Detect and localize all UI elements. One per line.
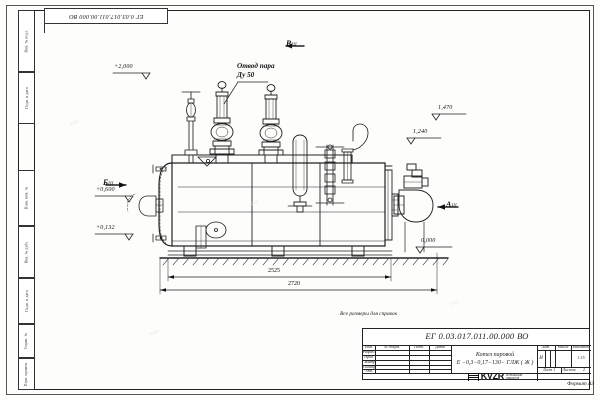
tb-sheets-label: Листов [562, 367, 576, 372]
tb-divider-v-logo [537, 373, 539, 381]
margin-box-label: Подп. и дата [24, 87, 29, 109]
tb-row-label-razrab: Разраб. [363, 350, 375, 355]
level-marker-plus2000: +2,000 [114, 64, 133, 70]
tb-row-label-utv: Утв. [364, 369, 374, 373]
section-mark-v-sub: Ш [291, 43, 297, 48]
tb-product-name-line2: Е −0,3−0,17−130− ГЛЖ ( Ж ) [456, 360, 534, 366]
tb-divider-1 [363, 345, 591, 347]
tb-row-line-1 [363, 350, 451, 351]
tb-lms-header-line [537, 350, 591, 351]
tb-row-line-3 [363, 360, 451, 361]
tb-sheets-value: 2 [583, 367, 585, 372]
tb-divider-v-lit3 [550, 350, 551, 367]
kvzr-sub-line1: КОТЕЛЬНЫЙ [506, 373, 523, 377]
margin-box-podp-data-2: Подп. и дата [18, 278, 35, 324]
margin-box-podp-data-1: Подп. и дата [18, 72, 35, 124]
sheet-outer-frame [6, 5, 594, 395]
section-mark-b: БШ [103, 172, 113, 190]
margin-box-vzam: Взам. инв. № [18, 170, 35, 226]
margin-box-label: Подп. и дата [24, 290, 29, 312]
tb-scale-value: 1:15 [577, 355, 585, 361]
gost-margin-column: Инв. № подл. Подп. и дата Взам. инв. № И… [18, 10, 35, 390]
tb-company-logo: KVZR КОТЕЛЬНЫЙ ЗАВОД РФ [453, 373, 537, 381]
tb-col-header-dokum: № докум. [384, 345, 400, 350]
section-mark-v-letter: В [286, 39, 292, 48]
level-marker-1240: 1,240 [413, 129, 428, 135]
margin-box-label: Взам. инв. № [24, 186, 29, 210]
margin-box-label: Инв. № подл. [24, 29, 29, 53]
tb-divider-v-lit2 [545, 350, 546, 367]
kvzr-mark-icon [467, 373, 479, 381]
margin-box-perv-primen: Перв. примен. [18, 358, 35, 390]
tb-row-label-prov: Пров. [364, 355, 374, 360]
tb-row-line-4 [363, 365, 451, 366]
kvzr-logo-text: KVZR [480, 373, 505, 381]
callout-line-1: Отвод пара [237, 62, 275, 70]
dimension-2525: 2525 [268, 268, 280, 274]
tb-divider-v-lms [537, 345, 539, 373]
tb-divider-v-dok [409, 345, 410, 373]
tb-header-lit: Лит. [541, 345, 551, 350]
level-marker-1470: 1,470 [438, 105, 453, 111]
margin-box-inv-podl: Инв. № подл. [18, 10, 35, 72]
section-mark-b-sub: Ш [108, 182, 114, 187]
tb-row-line-2 [363, 355, 451, 356]
callout-line-2: Ду 50 [237, 71, 255, 79]
format-label: Формат А3 [567, 381, 594, 387]
kvzr-sub-line2: ЗАВОД РФ [506, 377, 520, 380]
tb-sheet-label: Лист 1 [542, 367, 556, 372]
reference-note: Все размеры для справок [340, 311, 398, 317]
margin-box-inv-dubl: Инв. № дубл. [18, 226, 35, 278]
tb-header-scale: Масштаб [572, 345, 590, 350]
margin-box-sprav: Справ. № [18, 324, 35, 358]
tb-divider-v-lit [555, 345, 556, 367]
tb-col-header-podp: Подп. [414, 345, 424, 350]
section-mark-a-letter: А [446, 200, 452, 209]
tb-row-label-nkontr: Н.контр. [363, 365, 375, 369]
tb-divider-v-main [451, 345, 453, 373]
tb-product-name-cell: Котел паровой Е −0,3−0,17−130− ГЛЖ ( Ж ) [453, 346, 537, 372]
tb-row-label-tkontr: Т.контр. [363, 360, 375, 365]
tb-divider-v-sheets [561, 367, 562, 373]
tb-divider-v-mass [571, 345, 572, 367]
margin-box-label: Инв. № дубл. [24, 240, 29, 264]
tb-lms-footer-line [537, 367, 591, 368]
margin-box-label: Справ. № [24, 332, 29, 350]
tb-row-line-5 [363, 369, 451, 370]
tb-drawing-number: ЕГ 0.03.017.011.00.000 ВО [425, 331, 529, 342]
rotated-designation-box: ЕГ 0.03.017.011.00.000 ВО [44, 8, 168, 24]
level-marker-plus0600: +0,600 [96, 187, 115, 193]
tb-col-header-data: Дата [435, 345, 445, 350]
tb-mass-value [555, 351, 571, 366]
level-marker-0000: 0,000 [421, 238, 436, 244]
rotated-designation-text: ЕГ 0.03.017.011.00.000 ВО [68, 13, 144, 19]
dimension-2720: 2720 [288, 281, 300, 287]
section-mark-a-sub: Ш [451, 204, 457, 209]
kvzr-sub-text: КОТЕЛЬНЫЙ ЗАВОД РФ [506, 374, 522, 380]
tb-product-name-line1: Котел паровой [475, 352, 515, 358]
tb-col-header-izm: Изм. [365, 345, 373, 350]
tb-header-mass: Масса [557, 345, 569, 350]
callout-steam-outlet: Отвод пара Ду 50 [237, 62, 275, 80]
section-mark-a: АШ [446, 194, 457, 212]
designation-leader [44, 24, 45, 33]
tb-lit-value: И [539, 355, 543, 361]
title-block: ЕГ 0.03.017.011.00.000 ВО Изм. № докум. … [362, 328, 591, 381]
section-mark-b-letter: Б [103, 178, 109, 187]
tb-drawing-number-cell: ЕГ 0.03.017.011.00.000 ВО [363, 329, 591, 345]
tb-divider-v-podp [429, 345, 430, 373]
margin-box-label: Перв. примен. [24, 361, 29, 387]
level-marker-plus0132: +0,132 [96, 225, 115, 231]
section-mark-v: ВШ [286, 33, 297, 51]
tb-divider-v-izm [375, 345, 376, 373]
